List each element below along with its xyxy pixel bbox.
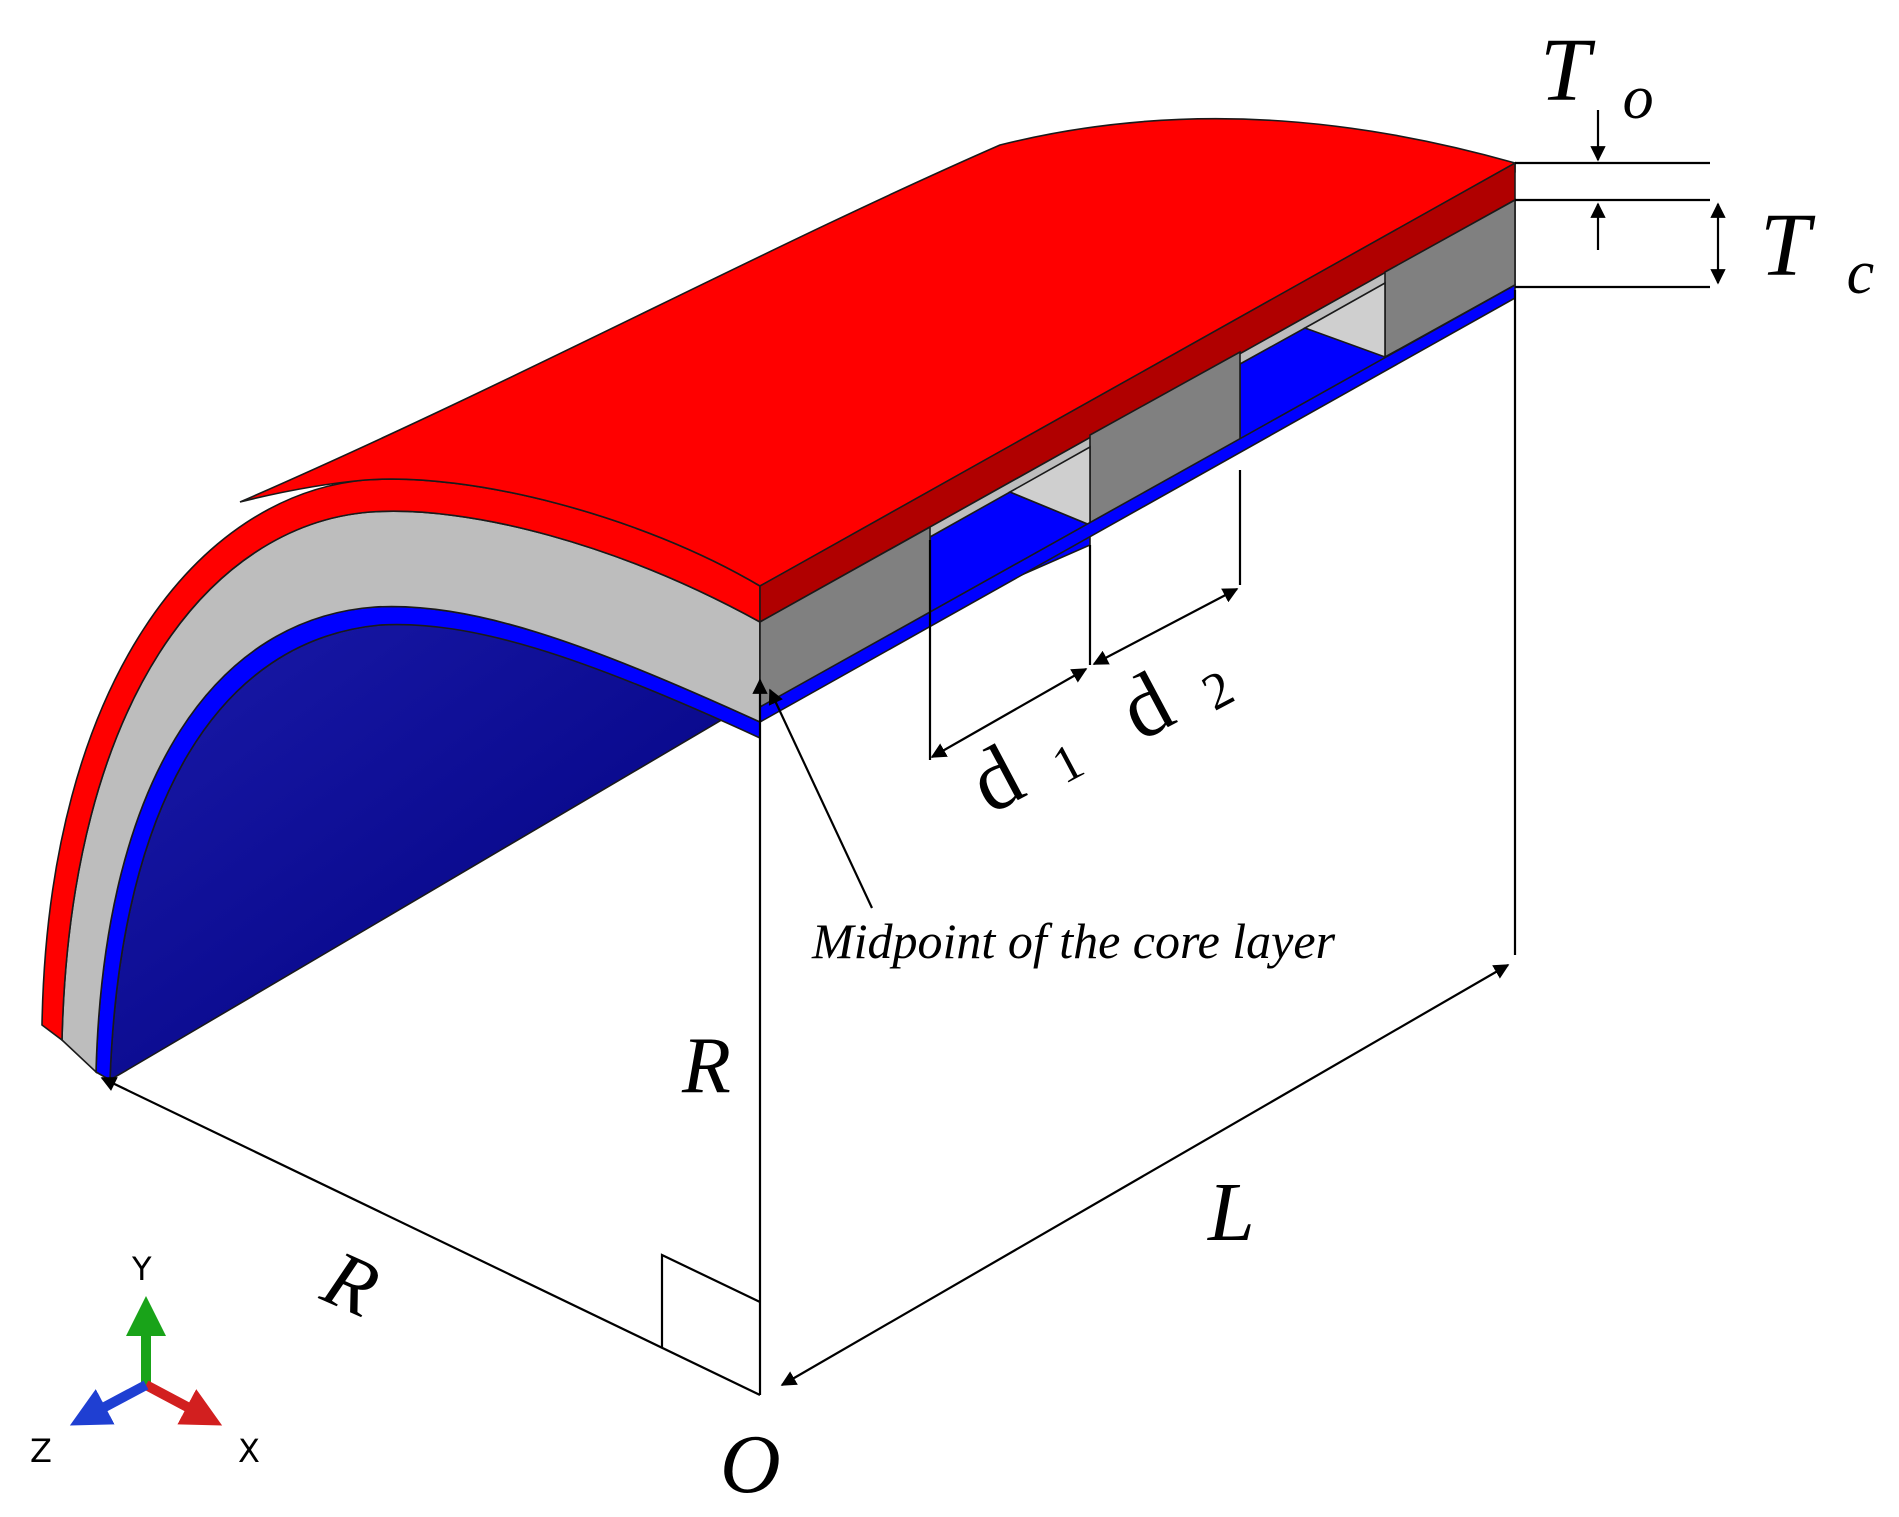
r-horizontal-line <box>100 1077 761 1396</box>
label-t-outer: T o <box>1540 21 1654 132</box>
right-angle-marker <box>660 1253 761 1348</box>
label-r-horizontal: R <box>310 1234 391 1335</box>
label-t-core: T c <box>1760 196 1874 307</box>
core-void-wall-2 <box>1303 281 1386 359</box>
axes-triad: Y X Z <box>30 1250 260 1470</box>
axis-z-label: Z <box>30 1432 52 1470</box>
dimension-labels: T o T c d 1 d 2 R R L O Midpoint of the … <box>310 21 1874 1511</box>
outer-layer-top-surface <box>239 117 1516 587</box>
label-r-vertical: R <box>681 1022 731 1110</box>
annotation-midpoint: Midpoint of the core layer <box>811 913 1336 969</box>
shell-body <box>41 117 1516 1082</box>
d2-dimension-line <box>1092 588 1239 665</box>
label-d1: d 1 <box>954 697 1093 832</box>
axis-z-arrow <box>69 1380 149 1426</box>
axis-y-label: Y <box>131 1250 152 1288</box>
axis-x-label: X <box>238 1432 260 1470</box>
axis-x-arrow <box>143 1380 223 1426</box>
core-void-wall-1 <box>1008 445 1091 527</box>
l-line <box>780 964 1510 1386</box>
dimension-lines <box>100 110 1726 1396</box>
label-d2: d 2 <box>1104 624 1243 759</box>
d1-dimension-line <box>930 668 1088 758</box>
annotation-leader <box>768 688 873 909</box>
label-origin: O <box>720 1418 781 1511</box>
label-length: L <box>1207 1166 1255 1259</box>
